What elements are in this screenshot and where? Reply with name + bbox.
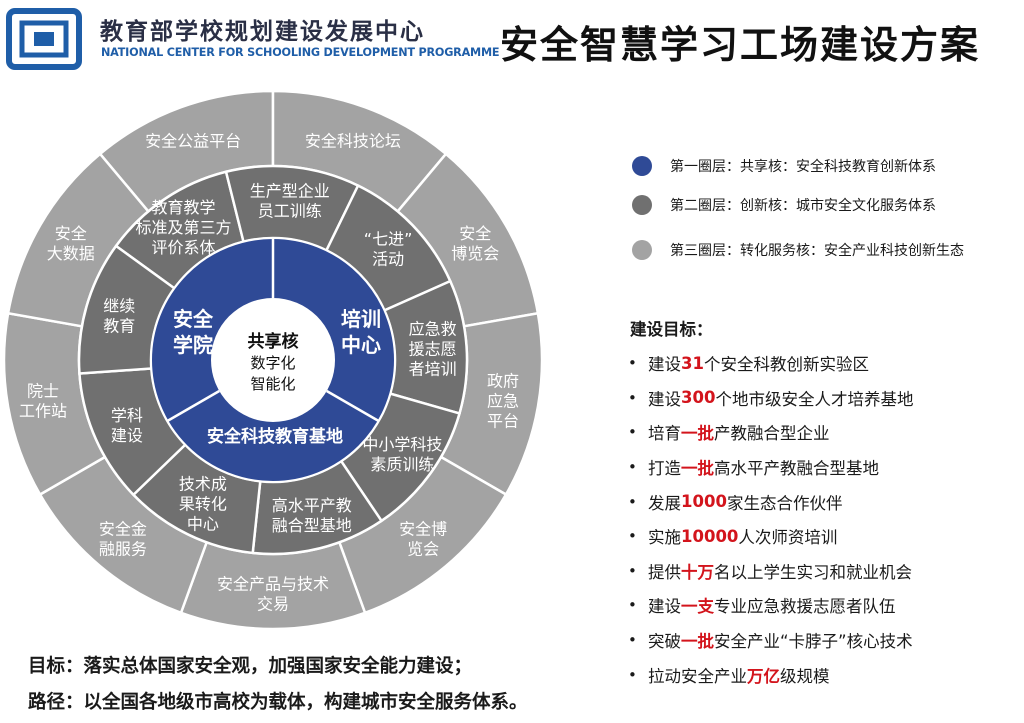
goal-post: 级规模 bbox=[780, 666, 830, 686]
middle-ring-label: 技术成果转化中心 bbox=[179, 475, 227, 534]
inner-ring-divider bbox=[326, 389, 380, 423]
middle-ring-label: 学科建设 bbox=[111, 406, 143, 445]
outer-ring-label: 安全博览会 bbox=[399, 520, 447, 559]
outer-ring-label: 安全金融服务 bbox=[99, 520, 147, 559]
goal-highlight: 一批 bbox=[681, 424, 714, 444]
list-item: • 培育一批产教融合型企业 bbox=[628, 415, 1024, 450]
goal-post: 个安全科教创新实验区 bbox=[703, 355, 869, 375]
bullet-icon: • bbox=[628, 354, 637, 373]
bullet-icon: • bbox=[628, 665, 637, 684]
outer-ring-label: 安全公益平台 bbox=[145, 131, 241, 150]
goal-post: 家生态合作伙伴 bbox=[726, 493, 843, 513]
outer-ring-label: 安全科技论坛 bbox=[305, 131, 401, 150]
list-item: • 打造一批高水平产教融合型基地 bbox=[628, 450, 1024, 485]
center-hub-label: 共享核数字化智能化 bbox=[248, 331, 299, 393]
legend-item-second-ring: 第二圈层：创新核：城市安全文化服务体系 bbox=[632, 195, 936, 215]
goal-highlight: 一批 bbox=[681, 459, 714, 479]
goal-pre: 培育 bbox=[648, 424, 681, 444]
inner-ring-divider bbox=[166, 389, 220, 423]
page-title: 安全智慧学习工场建设方案 bbox=[500, 23, 981, 67]
inner-ring-label-right: 培训中心 bbox=[341, 307, 381, 357]
middle-ring-label: 高水平产教融合型基地 bbox=[272, 496, 352, 535]
goal-post: 名以上学生实习和就业机会 bbox=[714, 562, 912, 582]
goal-post: 产教融合型企业 bbox=[714, 424, 830, 444]
goal-pre: 发展 bbox=[648, 493, 681, 513]
middle-ring-label: 继续教育 bbox=[103, 297, 135, 336]
middle-ring-label: 教育教学标准及第三方评价系体 bbox=[136, 198, 232, 257]
center-hub bbox=[211, 298, 335, 422]
goal-pre: 建设 bbox=[648, 389, 681, 409]
goal-pre: 实施 bbox=[648, 528, 681, 548]
goal-highlight: 十万 bbox=[681, 562, 714, 582]
bullet-icon: • bbox=[628, 492, 637, 511]
goal-highlight: 300 bbox=[681, 388, 716, 408]
list-item: • 提供十万名以上学生实习和就业机会 bbox=[628, 554, 1024, 589]
goal-post: 个地市级安全人才培养基地 bbox=[715, 389, 914, 409]
legend-label: 第一圈层：共享核：安全科技教育创新体系 bbox=[670, 159, 936, 175]
three-ring-diagram: 安全公益平台安全科技论坛安全博览会政府应急平台安全博览会安全产品与技术交易安全金… bbox=[2, 90, 544, 630]
legend-dot bbox=[632, 156, 652, 176]
legend-item-first-ring: 第一圈层：共享核：安全科技教育创新体系 bbox=[632, 156, 936, 176]
footer-path: 路径：以全国各地级市高校为载体，构建城市安全服务体系。 bbox=[28, 692, 528, 713]
bullet-icon: • bbox=[628, 458, 637, 477]
middle-ring-label: 应急救援志愿者培训 bbox=[409, 320, 457, 379]
org-name-chinese: 教育部学校规划建设发展中心 bbox=[100, 19, 425, 45]
goal-pre: 提供 bbox=[648, 562, 681, 582]
goal-highlight: 一批 bbox=[681, 632, 714, 652]
bullet-icon: • bbox=[628, 631, 637, 650]
goal-highlight: 31 bbox=[681, 353, 704, 373]
outer-ring-label: 安全博览会 bbox=[451, 224, 499, 263]
bullet-icon: • bbox=[628, 423, 637, 442]
goal-pre: 建设 bbox=[648, 355, 681, 375]
org-name-english: NATIONAL CENTER FOR SCHOOLING DEVELOPMEN… bbox=[101, 46, 500, 59]
goal-post: 高水平产教融合型基地 bbox=[714, 459, 879, 479]
goal-highlight: 1000 bbox=[681, 492, 727, 512]
middle-ring-label: 中小学科技素质训练 bbox=[362, 435, 442, 474]
legend-label: 第二圈层：创新核：城市安全文化服务体系 bbox=[670, 198, 936, 214]
goal-post: 人次师资培训 bbox=[738, 528, 838, 548]
inner-ring-label-left: 安全学院 bbox=[173, 307, 214, 357]
bullet-icon: • bbox=[628, 527, 637, 546]
goal-pre: 建设 bbox=[648, 597, 681, 617]
goal-pre: 突破 bbox=[648, 632, 681, 652]
bullet-icon: • bbox=[628, 561, 637, 580]
middle-ring-label: 生产型企业员工训练 bbox=[250, 182, 330, 221]
legend-item-third-ring: 第三圈层：转化服务核：安全产业科技创新生态 bbox=[632, 240, 964, 260]
goal-highlight: 一支 bbox=[681, 597, 714, 617]
goal-highlight: 10000 bbox=[681, 526, 739, 546]
center-logo-icon bbox=[6, 8, 82, 70]
legend-dot bbox=[632, 195, 652, 215]
outer-ring-label: 安全产品与技术交易 bbox=[217, 574, 329, 613]
list-item: • 拉动安全产业万亿级规模 bbox=[628, 657, 1024, 692]
list-item: • 建设一支专业应急救援志愿者队伍 bbox=[628, 588, 1024, 623]
bullet-icon: • bbox=[628, 388, 637, 407]
legend-label: 第三圈层：转化服务核：安全产业科技创新生态 bbox=[670, 243, 964, 259]
middle-ring-label: “七进”活动 bbox=[364, 230, 413, 269]
footer-objective: 目标：落实总体国家安全观，加强国家安全能力建设； bbox=[28, 656, 473, 677]
goal-pre: 拉动安全产业 bbox=[648, 666, 747, 686]
goals-heading: 建设目标： bbox=[630, 320, 713, 339]
outer-ring-label: 安全大数据 bbox=[47, 224, 95, 263]
goal-highlight: 万亿 bbox=[747, 666, 780, 686]
outer-ring-label: 政府应急平台 bbox=[487, 371, 519, 430]
inner-ring-label-bottom: 安全科技教育基地 bbox=[207, 426, 343, 447]
bullet-icon: • bbox=[628, 596, 637, 615]
list-item: • 突破一批安全产业“卡脖子”核心技术 bbox=[628, 623, 1024, 658]
legend-dot bbox=[632, 240, 652, 260]
goal-post: 安全产业“卡脖子”核心技术 bbox=[714, 632, 913, 652]
goal-pre: 打造 bbox=[648, 459, 681, 479]
outer-ring-label: 院士工作站 bbox=[19, 381, 67, 420]
goal-post: 专业应急救援志愿者队伍 bbox=[714, 597, 896, 617]
